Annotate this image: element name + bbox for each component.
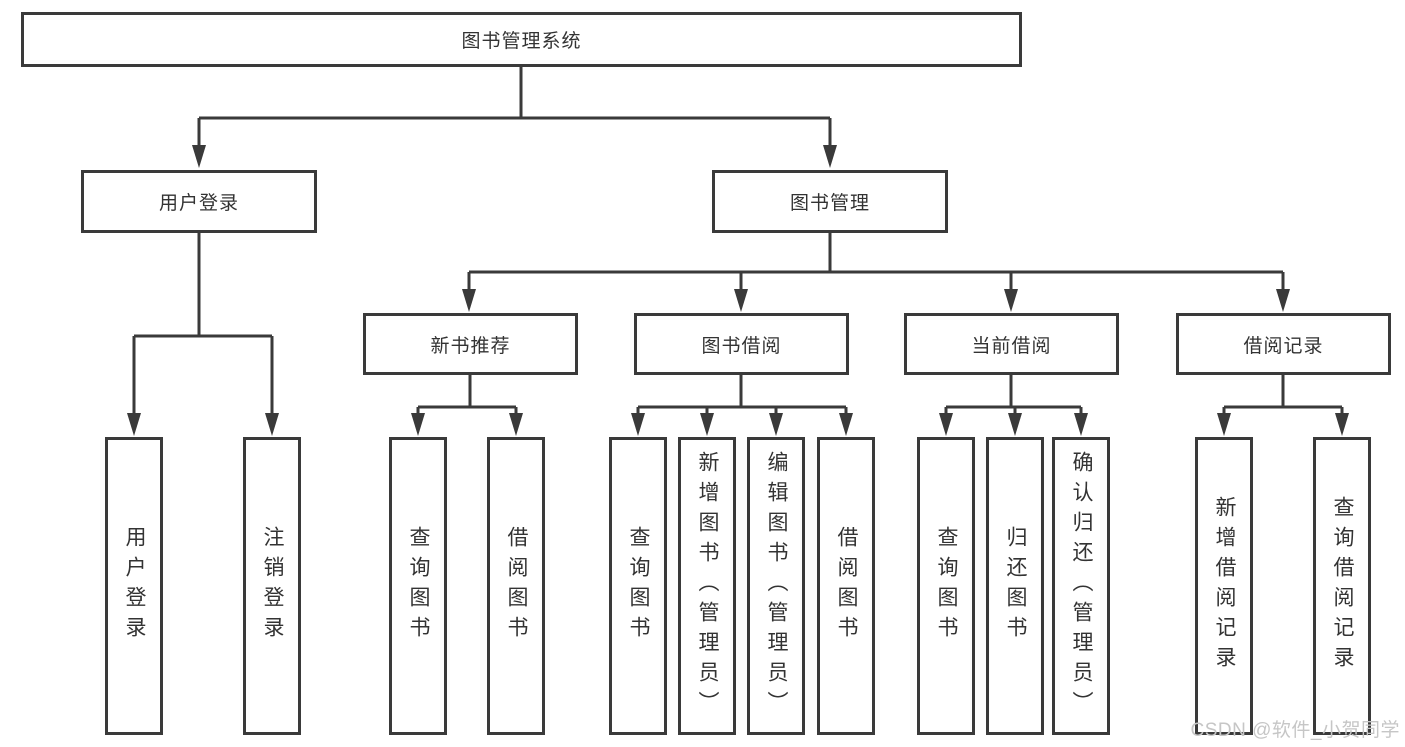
arrowhead-icon bbox=[839, 413, 853, 436]
leaf-query-borrowing-record: 查询借阅记录 bbox=[1313, 437, 1371, 735]
arrowhead-icon bbox=[1276, 289, 1290, 312]
leaf-edit-books-admin: 编辑图书（管理员） bbox=[747, 437, 805, 735]
node-borrowing-records: 借阅记录 bbox=[1176, 313, 1391, 375]
arrowhead-icon bbox=[769, 413, 783, 436]
watermark: CSDN @软件_小贺同学 bbox=[1190, 720, 1400, 741]
arrowhead-icon bbox=[265, 413, 279, 436]
arrowhead-icon bbox=[509, 413, 523, 436]
arrowhead-icon bbox=[631, 413, 645, 436]
leaf-user-login: 用户登录 bbox=[105, 437, 163, 735]
connector-records-to-leaves bbox=[1222, 375, 1344, 414]
arrowhead-icon bbox=[1004, 289, 1018, 312]
leaf-borrow-books-borrowing: 借阅图书 bbox=[817, 437, 875, 735]
leaf-query-books-recommendation: 查询图书 bbox=[389, 437, 447, 735]
connector-current-to-leaves bbox=[944, 375, 1083, 414]
connector-borrowing-to-leaves bbox=[636, 375, 848, 414]
leaf-return-books: 归还图书 bbox=[986, 437, 1044, 735]
arrowhead-icon bbox=[127, 413, 141, 436]
node-book-borrowing: 图书借阅 bbox=[634, 313, 849, 375]
leaf-query-books-current: 查询图书 bbox=[917, 437, 975, 735]
node-new-book-recommendation: 新书推荐 bbox=[363, 313, 578, 375]
node-library-management-system: 图书管理系统 bbox=[21, 12, 1022, 67]
leaf-borrow-books-recommendation: 借阅图书 bbox=[487, 437, 545, 735]
arrowhead-icon bbox=[823, 145, 837, 168]
leaf-confirm-return-admin: 确认归还（管理员） bbox=[1052, 437, 1110, 735]
node-current-borrowing: 当前借阅 bbox=[904, 313, 1119, 375]
arrowhead-icon bbox=[1074, 413, 1088, 436]
arrowhead-icon bbox=[192, 145, 206, 168]
connector-book-management-to-level3 bbox=[467, 233, 1285, 290]
leaf-add-borrowing-record: 新增借阅记录 bbox=[1195, 437, 1253, 735]
node-book-management: 图书管理 bbox=[712, 170, 948, 233]
connector-recommendation-to-leaves bbox=[416, 375, 518, 414]
node-user-login: 用户登录 bbox=[81, 170, 317, 233]
arrowhead-icon bbox=[1217, 413, 1231, 436]
connector-user-login-to-leaves bbox=[132, 233, 274, 414]
arrowhead-icon bbox=[939, 413, 953, 436]
arrowhead-icon bbox=[700, 413, 714, 436]
leaf-add-books-admin: 新增图书（管理员） bbox=[678, 437, 736, 735]
arrowhead-icon bbox=[1335, 413, 1349, 436]
connector-root-to-level2 bbox=[197, 67, 832, 146]
arrowhead-icon bbox=[1008, 413, 1022, 436]
arrowheads bbox=[127, 145, 1349, 436]
arrowhead-icon bbox=[734, 289, 748, 312]
arrowhead-icon bbox=[411, 413, 425, 436]
leaf-query-books-borrowing: 查询图书 bbox=[609, 437, 667, 735]
leaf-logout: 注销登录 bbox=[243, 437, 301, 735]
arrowhead-icon bbox=[462, 289, 476, 312]
